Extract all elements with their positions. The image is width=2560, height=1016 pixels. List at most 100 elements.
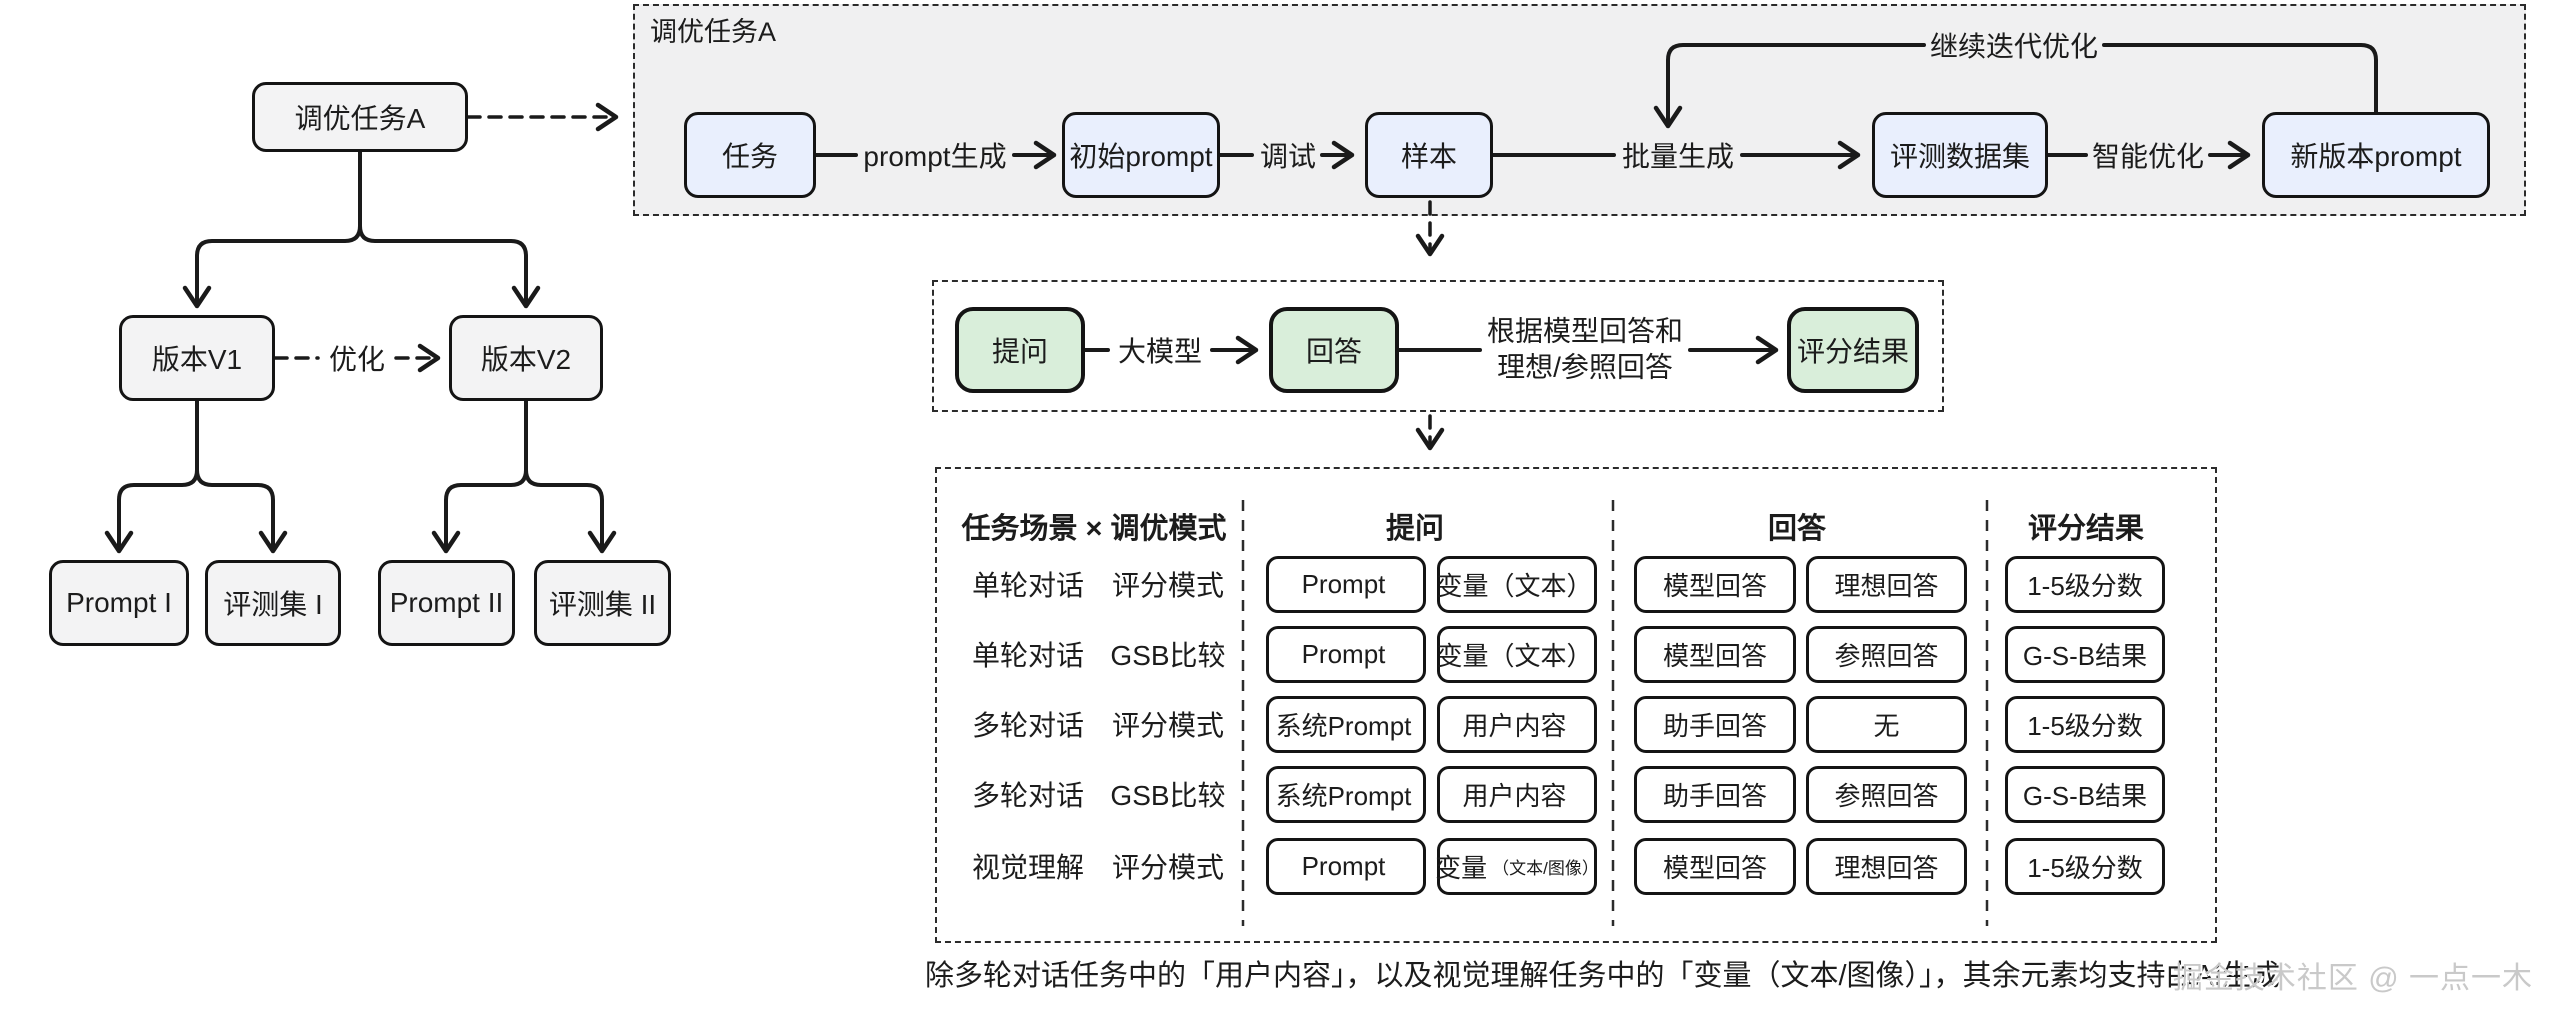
smart-opt-edge-label: 智能优化 xyxy=(2091,141,2205,172)
row4-ans1-label: 助手回答 xyxy=(1662,781,1767,811)
criteria-line1: 根据模型回答和 xyxy=(1486,315,1684,347)
row4-scenario: 多轮对话 xyxy=(971,780,1085,811)
answer-node: 回答 xyxy=(1269,307,1399,393)
criteria-line2: 理想/参照回答 xyxy=(1497,352,1673,383)
row5-ans1-label: 模型回答 xyxy=(1662,853,1767,883)
score-node: 评分结果 xyxy=(1787,307,1919,393)
row3-score-label: 1-5级分数 xyxy=(2027,711,2143,741)
new-prompt-label: 新版本prompt xyxy=(2290,141,2462,172)
evalset2-label: 评测集 II xyxy=(548,589,657,620)
row1-ans1-label: 模型回答 xyxy=(1662,571,1767,601)
row4-ans1-cell: 助手回答 xyxy=(1634,766,1796,823)
pipeline-container xyxy=(633,4,2526,216)
row3-ans1-label: 助手回答 xyxy=(1662,711,1767,741)
row3-ans1-cell: 助手回答 xyxy=(1634,696,1796,753)
big-model-edge-label: 大模型 xyxy=(1117,336,1203,367)
connector-v2-to-prompt2 xyxy=(431,399,528,554)
row1-mode: 评分模式 xyxy=(1111,570,1225,601)
row5-ans1-cell: 模型回答 xyxy=(1634,838,1796,895)
row2-mode: GSB比较 xyxy=(1110,640,1226,671)
criteria-edge-label: 根据模型回答和 理想/参照回答 xyxy=(1487,314,1683,387)
row1-ask1-cell: Prompt xyxy=(1266,556,1426,613)
row1-score-label: 1-5级分数 xyxy=(2027,571,2143,601)
version-v2-label: 版本V2 xyxy=(480,344,572,375)
matrix-header-score: 评分结果 xyxy=(2027,513,2145,545)
matrix-header-answer: 回答 xyxy=(1767,513,1827,545)
row5-ans2-cell: 理想回答 xyxy=(1806,838,1967,895)
evalset1-label: 评测集 I xyxy=(223,589,323,620)
row2-score-cell: G-S-B结果 xyxy=(2005,626,2165,683)
row5-ans2-label: 理想回答 xyxy=(1834,853,1939,883)
evalset2-node: 评测集 II xyxy=(534,560,671,646)
row2-ask2-label: 变量（文本） xyxy=(1436,641,1593,671)
initial-prompt-label: 初始prompt xyxy=(1069,141,1213,172)
row4-ask1-cell: 系统Prompt xyxy=(1266,766,1426,823)
watermark: 掘金技术社区 @ 一点一木 xyxy=(2172,962,2533,995)
ask-label: 提问 xyxy=(991,336,1048,367)
row4-ask2-label: 用户内容 xyxy=(1462,781,1567,811)
tuning-task-root-node: 调优任务A xyxy=(252,82,468,152)
row1-ask1-label: Prompt xyxy=(1301,569,1386,599)
row5-mode: 评分模式 xyxy=(1111,852,1225,883)
prompt1-label: Prompt I xyxy=(66,587,172,618)
row4-ans2-cell: 参照回答 xyxy=(1806,766,1967,823)
row5-ask2-cell: 变量（文本/图像） xyxy=(1435,838,1599,895)
row3-scenario: 多轮对话 xyxy=(971,710,1085,741)
row1-ans2-label: 理想回答 xyxy=(1834,571,1939,601)
optimize-edge-label: 优化 xyxy=(328,344,386,375)
row2-ans1-cell: 模型回答 xyxy=(1634,626,1796,683)
tuning-task-root-label: 调优任务A xyxy=(294,103,426,134)
connector-root-to-v2 xyxy=(358,150,541,309)
row2-ask1-label: Prompt xyxy=(1301,639,1386,669)
row5-score-cell: 1-5级分数 xyxy=(2005,838,2165,895)
iterate-loop-label: 继续迭代优化 xyxy=(1929,31,2099,62)
row4-ask1-label: 系统Prompt xyxy=(1275,781,1412,811)
row5-ask1-label: Prompt xyxy=(1301,851,1386,881)
debug-edge-label: 调试 xyxy=(1259,141,1317,172)
row1-ask2-label: 变量（文本） xyxy=(1436,571,1593,601)
row1-ans1-cell: 模型回答 xyxy=(1634,556,1796,613)
pipeline-container-label: 调优任务A xyxy=(650,17,777,47)
answer-label: 回答 xyxy=(1305,336,1362,367)
row2-scenario: 单轮对话 xyxy=(971,640,1085,671)
row4-ans2-label: 参照回答 xyxy=(1834,781,1939,811)
row1-scenario: 单轮对话 xyxy=(971,570,1085,601)
row2-ask1-cell: Prompt xyxy=(1266,626,1426,683)
evalset1-node: 评测集 I xyxy=(205,560,341,646)
ask-node: 提问 xyxy=(955,307,1085,393)
task-label: 任务 xyxy=(721,141,778,172)
sample-label: 样本 xyxy=(1400,141,1457,172)
row1-score-cell: 1-5级分数 xyxy=(2005,556,2165,613)
prompt-gen-edge-label: prompt生成 xyxy=(863,141,1007,172)
row3-ask1-cell: 系统Prompt xyxy=(1266,696,1426,753)
version-v2-node: 版本V2 xyxy=(449,315,603,401)
prompt1-node: Prompt I xyxy=(49,560,189,646)
row3-ask1-label: 系统Prompt xyxy=(1275,711,1412,741)
row3-ask2-cell: 用户内容 xyxy=(1437,696,1597,753)
connector-root-to-v1 xyxy=(182,150,362,309)
row2-ans2-label: 参照回答 xyxy=(1834,641,1939,671)
row5-ask1-cell: Prompt xyxy=(1266,838,1426,895)
eval-dataset-label: 评测数据集 xyxy=(1889,141,2030,172)
connector-v1-to-prompt1 xyxy=(104,399,199,554)
row3-score-cell: 1-5级分数 xyxy=(2005,696,2165,753)
row2-ans2-cell: 参照回答 xyxy=(1806,626,1967,683)
connector-v2-to-evalset2 xyxy=(524,399,617,554)
row3-mode: 评分模式 xyxy=(1111,710,1225,741)
version-v1-node: 版本V1 xyxy=(119,315,275,401)
row4-ask2-cell: 用户内容 xyxy=(1437,766,1597,823)
row1-ask2-cell: 变量（文本） xyxy=(1437,556,1597,613)
row5-ask2-sub: （文本/图像） xyxy=(1492,859,1599,878)
matrix-header-scenario-mode: 任务场景 × 调优模式 xyxy=(961,513,1227,545)
row4-score-cell: G-S-B结果 xyxy=(2005,766,2165,823)
prompt2-node: Prompt II xyxy=(378,560,515,646)
row5-score-label: 1-5级分数 xyxy=(2027,853,2143,883)
row4-score-label: G-S-B结果 xyxy=(2022,781,2148,811)
batch-gen-edge-label: 批量生成 xyxy=(1621,141,1735,172)
row2-ask2-cell: 变量（文本） xyxy=(1437,626,1597,683)
row5-ask2-label: 变量 xyxy=(1435,853,1488,883)
score-label: 评分结果 xyxy=(1796,336,1909,367)
connector-v1-to-evalset1 xyxy=(195,399,288,554)
row2-ans1-label: 模型回答 xyxy=(1662,641,1767,671)
